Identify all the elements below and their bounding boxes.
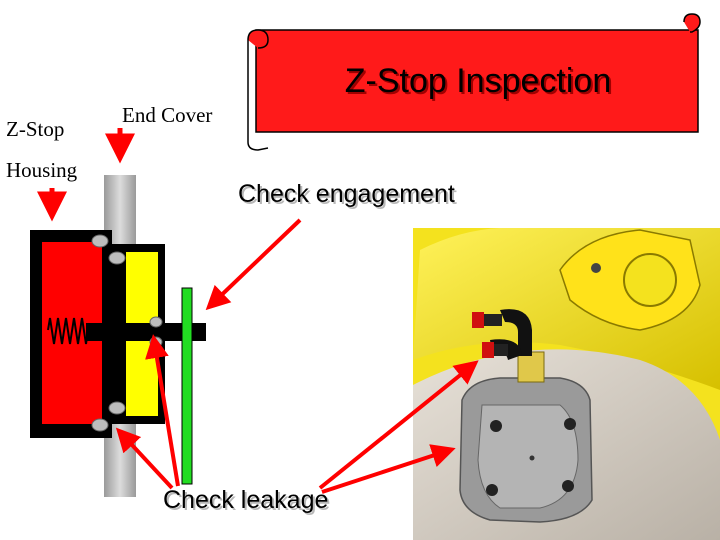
bracket-screw (591, 263, 601, 273)
cover-screw (564, 418, 576, 430)
cover-screw (490, 420, 502, 432)
label-check-engagement: Check engagement (238, 180, 455, 209)
red-port (482, 342, 494, 358)
label-housing: Housing (6, 158, 77, 183)
bolt (109, 402, 125, 414)
port-collar (484, 314, 502, 326)
label-z-stop: Z-Stop (6, 117, 64, 142)
bolt (150, 317, 162, 327)
cover-screw (562, 480, 574, 492)
brass-fitting (518, 352, 544, 382)
vent-hole (530, 456, 535, 461)
cover-screw (486, 484, 498, 496)
bracket-hole (624, 254, 676, 306)
red-port (472, 312, 484, 328)
bolt (109, 252, 125, 264)
label-end-cover: End Cover (122, 103, 212, 128)
engagement-pin (182, 288, 192, 484)
label-check-leakage: Check leakage (163, 486, 328, 515)
banner-left-curl (248, 30, 268, 48)
page-title: Z-Stop Inspection (258, 62, 698, 101)
arrow-engagement (210, 220, 300, 306)
bolt (92, 235, 108, 247)
bolt (92, 419, 108, 431)
z-stop-schematic (30, 175, 206, 497)
actuator-photo (413, 228, 720, 540)
port-collar (494, 344, 508, 356)
